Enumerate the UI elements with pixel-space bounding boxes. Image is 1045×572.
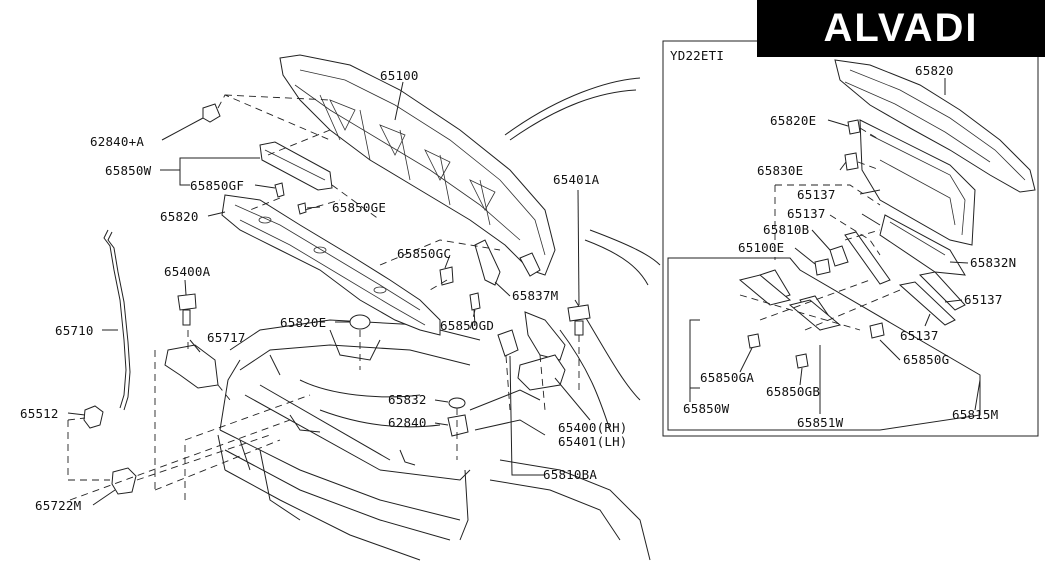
inset-label-65832n: 65832N xyxy=(970,255,1016,270)
label-65722m: 65722M xyxy=(35,498,81,513)
dashed-guide-lines-main xyxy=(67,94,580,501)
label-65837m: 65837M xyxy=(512,288,558,303)
inset-label-65850g: 65850G xyxy=(903,352,949,367)
part-labels-main: 65100 62840+A 65850W 65850GF 65850GE 658… xyxy=(20,68,628,513)
label-65400a: 65400A xyxy=(164,264,211,279)
label-65100: 65100 xyxy=(380,68,419,83)
inset-label-65137-d: 65137 xyxy=(900,328,939,343)
label-65400-rh: 65400(RH) xyxy=(558,420,628,435)
hinge-parts-center xyxy=(439,239,591,391)
label-65710: 65710 xyxy=(55,323,94,338)
inset-parts xyxy=(738,59,1036,369)
inset-label-65851w: 65851W xyxy=(797,415,844,430)
label-65850gd: 65850GD xyxy=(440,318,494,333)
leader-lines-main xyxy=(67,81,591,506)
label-65717: 65717 xyxy=(207,330,246,345)
label-65810ba: 65810BA xyxy=(543,467,597,482)
label-65850gf: 65850GF xyxy=(190,178,244,193)
label-62840: 62840 xyxy=(388,415,427,430)
label-65850gc: 65850GC xyxy=(397,246,451,261)
inset-label-65820e: 65820E xyxy=(770,113,816,128)
label-65820e: 65820E xyxy=(280,315,326,330)
part-labels-inset: YD22ETI 65820 65820E 65830E 65137 65137 … xyxy=(670,48,1016,430)
label-65512: 65512 xyxy=(20,406,59,421)
inset-label-65810b: 65810B xyxy=(763,222,809,237)
hood-panel xyxy=(279,54,556,276)
inset-dashed-lines xyxy=(739,127,901,331)
inset-label-65850gb: 65850GB xyxy=(766,384,820,399)
inset-label-65850ga: 65850GA xyxy=(700,370,754,385)
hood-seal-strip xyxy=(259,141,333,191)
label-65832: 65832 xyxy=(388,392,427,407)
vehicle-body-outline xyxy=(217,77,661,561)
small-parts-left xyxy=(83,103,469,495)
label-65820: 65820 xyxy=(160,209,199,224)
inset-label-65850w: 65850W xyxy=(683,401,730,416)
label-65850w: 65850W xyxy=(105,163,152,178)
inset-label-65137-c: 65137 xyxy=(964,292,1003,307)
variant-label: YD22ETI xyxy=(670,48,724,63)
label-65401-lh: 65401(LH) xyxy=(558,434,628,449)
inset-label-65137-a: 65137 xyxy=(797,187,836,202)
inset-label-65137-b: 65137 xyxy=(787,206,826,221)
brand-logo: ALVADI xyxy=(757,0,1045,57)
inset-label-65830e: 65830E xyxy=(757,163,803,178)
label-65401a: 65401A xyxy=(553,172,600,187)
inset-label-65820: 65820 xyxy=(915,63,954,78)
inset-leader-lines xyxy=(689,78,981,414)
inset-label-65815m: 65815M xyxy=(952,407,998,422)
inset-label-65100e: 65100E xyxy=(738,240,784,255)
label-65850ge: 65850GE xyxy=(332,200,386,215)
hood-insulator xyxy=(221,194,441,336)
label-62840a: 62840+A xyxy=(90,134,144,149)
